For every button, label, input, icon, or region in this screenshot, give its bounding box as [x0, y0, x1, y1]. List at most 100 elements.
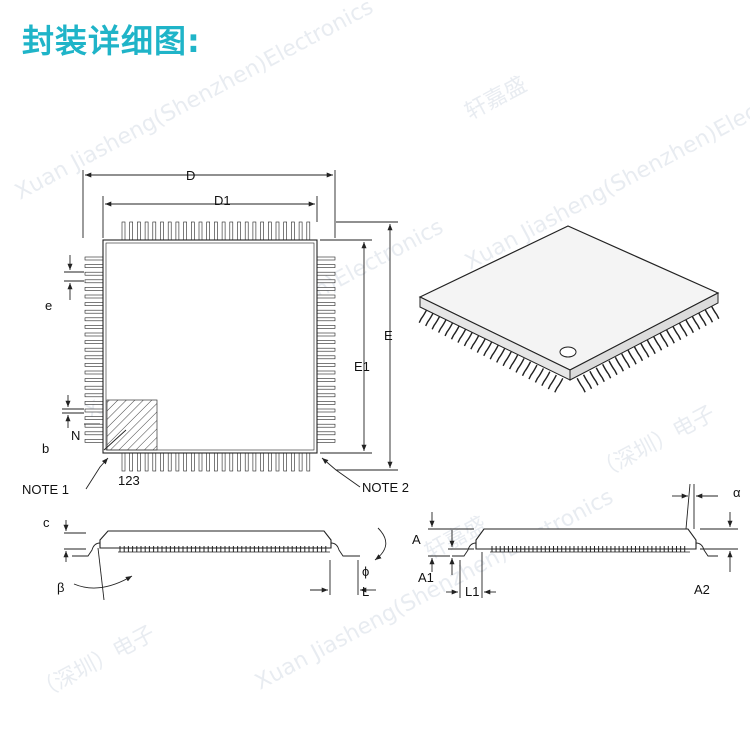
pin-3d — [710, 304, 720, 320]
pin — [175, 452, 180, 472]
pin-3d — [444, 321, 454, 337]
pin-3d — [457, 328, 467, 343]
pin-3d — [608, 360, 618, 376]
pin-3d — [678, 321, 688, 337]
pin — [316, 370, 336, 375]
pin — [129, 221, 133, 241]
pin — [144, 221, 149, 241]
side-view-left: c β ϕ L — [43, 515, 387, 601]
pin — [316, 416, 336, 420]
pin — [84, 302, 104, 306]
pin — [316, 431, 336, 436]
pin-3d — [502, 351, 512, 367]
pin — [206, 452, 210, 472]
pin — [84, 431, 104, 436]
pin — [237, 221, 241, 241]
pin — [252, 452, 257, 472]
pin-3d — [697, 311, 707, 327]
pin — [283, 221, 288, 241]
pin — [84, 325, 104, 329]
pin — [316, 401, 336, 405]
pin-3d — [541, 371, 551, 387]
pin — [252, 221, 257, 241]
note1-leader — [85, 457, 109, 490]
pin — [316, 332, 336, 337]
pin-3d — [508, 354, 519, 370]
pin — [84, 294, 104, 299]
pin — [183, 221, 187, 241]
label-N: N — [71, 428, 80, 443]
pin-3d — [547, 374, 557, 390]
pin — [175, 221, 180, 241]
label-note2: NOTE 2 — [362, 480, 409, 495]
pin-3d — [515, 358, 525, 373]
pin — [152, 221, 157, 241]
pin — [267, 452, 272, 472]
pin — [316, 439, 336, 443]
label-e: e — [45, 298, 52, 313]
label-b: b — [42, 441, 49, 456]
package-side-right — [569, 292, 719, 381]
pin — [316, 355, 336, 360]
pin — [316, 408, 336, 413]
pin — [244, 221, 249, 241]
pin — [316, 340, 336, 344]
pin — [84, 363, 104, 367]
side-pins — [118, 546, 330, 553]
pin — [221, 221, 226, 241]
label-E: E — [384, 328, 393, 343]
pin — [137, 452, 141, 472]
pin — [121, 452, 126, 472]
pin — [298, 221, 303, 241]
note2-leader — [321, 457, 361, 488]
pin-3d — [528, 364, 538, 380]
pin — [316, 378, 336, 382]
pin — [191, 452, 195, 472]
pin — [316, 256, 336, 261]
pin-3d — [672, 325, 682, 341]
pin-3d — [554, 378, 564, 393]
pin — [198, 452, 203, 472]
pin — [260, 452, 264, 472]
pin — [316, 363, 336, 367]
pin — [152, 452, 157, 472]
pin — [275, 221, 280, 241]
label-D: D — [186, 168, 195, 183]
label-E1: E1 — [354, 359, 370, 374]
pin — [84, 271, 104, 276]
label-A2: A2 — [694, 582, 710, 597]
pin-3d — [534, 368, 545, 383]
pin — [229, 221, 234, 241]
pin — [244, 452, 249, 472]
pin — [167, 452, 172, 472]
pins-bottom — [121, 452, 311, 472]
label-phi: ϕ — [362, 564, 369, 579]
pin — [306, 452, 311, 472]
pin — [316, 264, 336, 268]
pin-3d — [483, 341, 493, 357]
lead-right — [330, 542, 360, 557]
pin — [316, 317, 336, 322]
pin-3d — [652, 335, 663, 351]
pin — [316, 302, 336, 306]
pin-3d — [418, 308, 428, 323]
pin-3d — [703, 307, 714, 323]
watermark-text: 轩嘉盛 — [461, 72, 531, 125]
pin — [84, 439, 104, 443]
label-A1: A1 — [418, 570, 434, 585]
pin — [316, 385, 336, 390]
pin — [260, 221, 264, 241]
pin — [121, 221, 126, 241]
pin — [237, 452, 241, 472]
pin — [160, 221, 164, 241]
side-body — [475, 528, 697, 550]
pin-3d — [646, 339, 656, 355]
pin — [84, 287, 104, 291]
pin-3d — [633, 346, 644, 362]
pin-3d — [589, 370, 599, 386]
pin — [84, 416, 104, 420]
label-pin-numbers: 123 — [118, 473, 140, 488]
package-body-inner — [105, 242, 315, 451]
pin — [198, 221, 203, 241]
